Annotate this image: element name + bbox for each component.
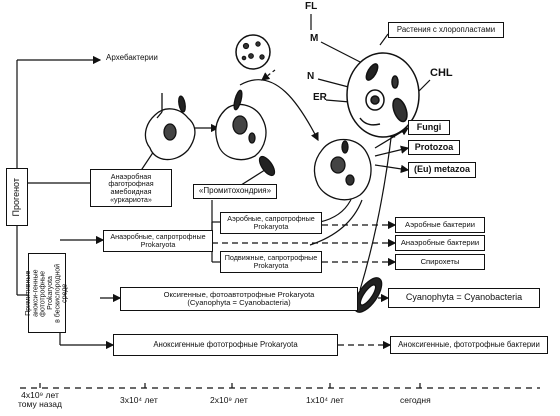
aerobic-bacteria-label: Аэробные бактерии [404, 220, 476, 230]
primitive-prokaryota-line-3: фототрофные [39, 270, 47, 316]
oxygenic-box: Оксигенные, фотоавтотрофные Prokaryota (… [120, 287, 358, 311]
plants-box: Растения с хлоропластами [388, 22, 504, 38]
timeline-label-2: 2x10⁹ лет [210, 395, 248, 405]
timeline-label-0-line-1: 4x10⁹ лет [21, 390, 59, 400]
primitive-prokaryota-line-5: в бескислородной [54, 263, 62, 323]
timeline-label-4: сегодня [400, 395, 431, 405]
metazoa-box: (Eu) metazoa [408, 162, 476, 178]
cell-amoeboid-middle [215, 89, 267, 161]
metazoa-label: (Eu) metazoa [413, 164, 470, 175]
spirochetes-box: Спирохеты [395, 254, 485, 270]
label-fl: FL [305, 1, 318, 12]
timeline-label-1: 3x10⁴ лет [120, 395, 158, 405]
urkaryote-line-1: Анаэробная [110, 171, 152, 181]
label-n: N [307, 71, 315, 82]
cell-urkaryote [144, 93, 196, 161]
motile-saprotrophic-box: Подвижные, сапротрофные Prokaryota [220, 251, 322, 273]
motile-saprotrophic-line-2: Prokaryota [253, 261, 289, 270]
promitochondria-label: «Промитохондрия» [198, 186, 272, 196]
progenote-label: Прогенот [11, 177, 22, 217]
anaerobic-saprotrophic-line-2: Prokaryota [140, 240, 176, 249]
cell-plant [346, 52, 420, 138]
archaebacteria-label: Архебактерии [106, 53, 158, 62]
label-er: ER [313, 92, 327, 103]
protozoa-label: Protozoa [414, 141, 454, 152]
oxygenic-line-1: Оксигенные, фотоавтотрофные Prokaryota [163, 290, 315, 300]
cyanophyta-box: Cyanophyta = Cyanobacteria [388, 288, 540, 308]
oxygenic-line-2: (Cyanophyta = Cyanobacteria) [187, 298, 291, 307]
aerobic-saprotrophic-box: Аэробные, сапротрофные Prokaryota [220, 212, 322, 234]
anaerobic-saprotrophic-line-1: Анаэробные, сапротрофные [110, 232, 206, 242]
cyanobacteria-cell [353, 277, 383, 313]
urkaryote-box: Анаэробная фаготрофная амебоидная «уркар… [90, 169, 172, 207]
anoxygenic-box: Аноксигенные фототрофные Prokaryota [113, 334, 338, 356]
anaerobic-saprotrophic-box: Анаэробные, сапротрофные Prokaryota [103, 230, 213, 252]
fungi-label: Fungi [416, 121, 442, 132]
timeline-label-3: 1x10⁴ лет [306, 395, 344, 405]
urkaryote-line-3: амебоидная [110, 187, 152, 196]
cyanophyta-label: Cyanophyta = Cyanobacteria [405, 292, 523, 303]
promitochondria-capsule [258, 155, 276, 177]
progenote-box: Прогенот [6, 168, 28, 226]
primitive-prokaryota-line-2: анокси-генные [32, 269, 40, 317]
urkaryote-line-4: «уркариота» [110, 194, 152, 204]
promitochondria-box: «Промитохондрия» [193, 184, 277, 199]
aerobic-bacteria-box: Аэробные бактерии [395, 217, 485, 233]
aerobic-saprotrophic-line-1: Аэробные, сапротрофные [227, 214, 315, 224]
cell-top-circle [235, 34, 271, 70]
primitive-prokaryota-box: Примитивные анокси-генные фототрофные Pr… [24, 253, 69, 333]
anaerobic-bacteria-label: Анаэробные бактерии [400, 238, 480, 248]
spirochetes-label: Спирохеты [420, 257, 460, 267]
fungi-box: Fungi [408, 120, 450, 135]
cell-eukaryote [313, 138, 372, 201]
urkaryote-line-2: фаготрофная [108, 179, 154, 189]
anoxygenic-bacteria-box: Аноксигенные, фототрофные бактерии [390, 336, 548, 354]
label-m: M [310, 33, 319, 44]
anoxygenic-bacteria-label: Аноксигенные, фототрофные бактерии [398, 339, 540, 349]
primitive-prokaryota-line-1: Примитивные [24, 270, 32, 316]
anoxygenic-label: Аноксигенные фототрофные Prokaryota [153, 339, 298, 349]
motile-saprotrophic-line-1: Подвижные, сапротрофные [224, 253, 318, 263]
protozoa-box: Protozoa [408, 140, 460, 155]
label-chl: CHL [430, 67, 453, 79]
aerobic-saprotrophic-line-2: Prokaryota [253, 222, 289, 231]
primitive-prokaryota-line-6: среде [61, 283, 69, 303]
timeline-label-0-line-2: тому назад [18, 398, 62, 409]
primitive-prokaryota-line-4: Prokaryota [47, 276, 54, 310]
anaerobic-bacteria-box: Анаэробные бактерии [395, 235, 485, 251]
plants-label: Растения с хлоропластами [396, 24, 496, 34]
timeline-label-0: 4x10⁹ лет тому назад [18, 391, 62, 409]
